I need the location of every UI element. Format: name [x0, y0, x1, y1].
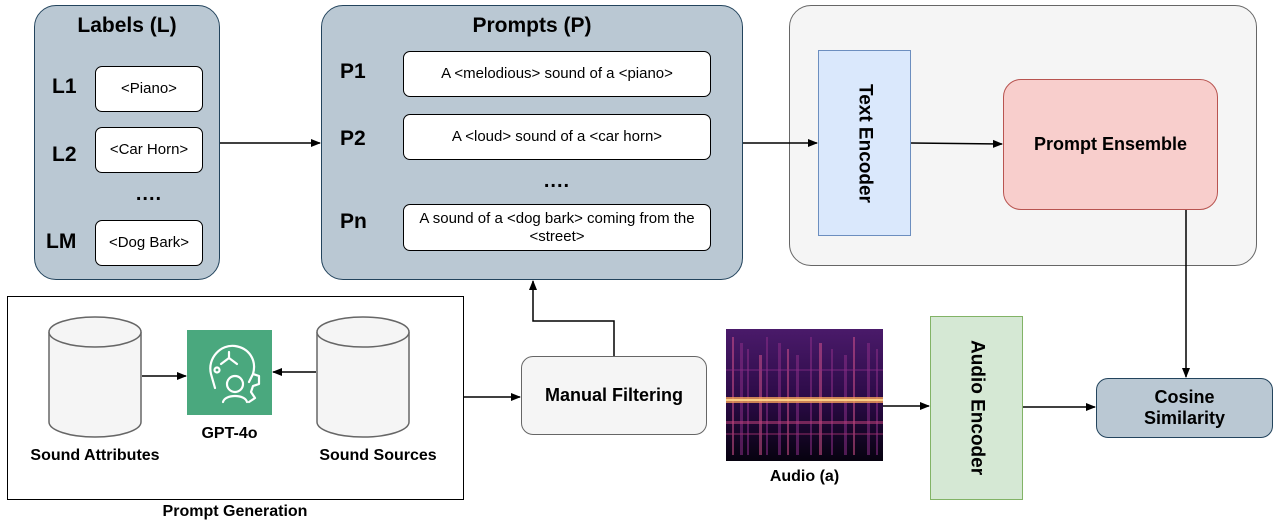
audio-spectrogram-image: [726, 329, 883, 461]
arrow-filtering-to-prompts: [529, 280, 615, 356]
label-row-id-m: LM: [46, 230, 77, 253]
prompt-pill-2: A <loud> sound of a <car horn>: [403, 114, 711, 160]
gpt-label: GPT-4o: [201, 425, 258, 442]
prompt-row-id-2: P2: [340, 127, 366, 150]
audio-label: Audio (a): [769, 468, 840, 485]
prompt-ensemble-box: Prompt Ensemble: [1003, 79, 1218, 210]
gpt-tile: [187, 330, 272, 415]
prompts-title: Prompts (P): [472, 14, 592, 37]
sound-sources-db-icon: [316, 316, 410, 438]
robot-head-gear-icon: [209, 344, 261, 404]
audio-encoder-box: Audio Encoder: [930, 316, 1023, 500]
prompt-pill-n: A sound of a <dog bark> coming from the …: [403, 204, 711, 251]
sound-attributes-db-icon: [48, 316, 142, 438]
label-pill-1: <Piano>: [95, 66, 203, 112]
prompt-pill-1: A <melodious> sound of a <piano>: [403, 51, 711, 97]
prompt-row-id-n: Pn: [340, 210, 367, 233]
label-row-id-2: L2: [52, 143, 77, 166]
sound-attributes-label: Sound Attributes: [30, 447, 160, 464]
prompt-generation-caption: Prompt Generation: [162, 503, 308, 520]
sound-sources-label: Sound Sources: [319, 447, 437, 464]
text-encoder-box: Text Encoder: [818, 50, 911, 236]
labels-title: Labels (L): [77, 14, 177, 37]
manual-filtering-box: Manual Filtering: [521, 356, 707, 435]
cosine-similarity-box: Cosine Similarity: [1096, 378, 1273, 438]
labels-ellipsis: ....: [135, 183, 163, 205]
label-pill-2: <Car Horn>: [95, 127, 203, 173]
label-row-id-1: L1: [52, 75, 77, 98]
arrow-text-encoder-to-ensemble: [910, 139, 1003, 148]
prompts-ellipsis: ....: [543, 170, 571, 192]
label-pill-m: <Dog Bark>: [95, 220, 203, 266]
prompt-row-id-1: P1: [340, 60, 366, 83]
